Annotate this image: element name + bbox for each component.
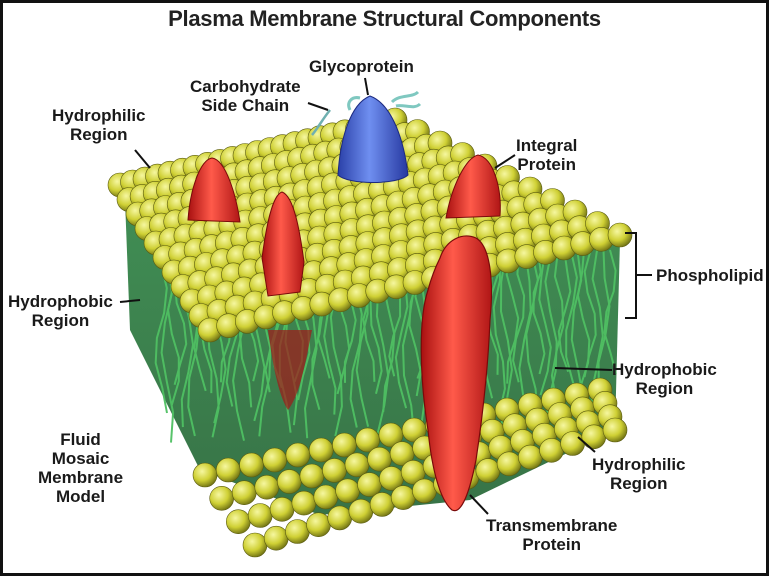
phospholipid-head [193, 463, 217, 487]
phospholipid-head [370, 492, 394, 516]
phospholipid-head [255, 475, 279, 499]
phospholipid-head [210, 486, 234, 510]
phospholipid-head [300, 464, 324, 488]
phospholipid-head [328, 506, 352, 530]
phospholipid-head [349, 499, 373, 523]
phospholipid-head [322, 458, 346, 482]
phospholipid-head [285, 520, 309, 544]
phospholipid-head [277, 470, 301, 494]
phospholipid-head [248, 504, 272, 528]
phospholipid-head [336, 479, 360, 503]
phospholipid-head [309, 438, 333, 462]
glycoprotein-label: Glycoprotein [309, 57, 414, 76]
phospholipid-head [226, 510, 250, 534]
phospholipid-head [561, 432, 585, 456]
phospholipid-head [518, 445, 542, 469]
phospholipid-head [240, 453, 264, 477]
phospholipid-head [497, 452, 521, 476]
phospholipid-head [263, 448, 287, 472]
phospholipid-head [540, 438, 564, 462]
phospholipid-head [270, 497, 294, 521]
phospholipid-head [314, 485, 338, 509]
phospholipid-head [243, 533, 267, 557]
phospholipid-head [608, 223, 632, 247]
phospholipid-head [264, 526, 288, 550]
phospholipid-head [216, 458, 240, 482]
phospholipid-head [286, 443, 310, 467]
phospholipid-head [232, 481, 256, 505]
diagram-title: Plasma Membrane Structural Components [0, 6, 769, 32]
phospholipid-head [582, 425, 606, 449]
phospholipid-label: Phospholipid [656, 266, 764, 285]
phospholipid-head [391, 486, 415, 510]
phospholipid-head [412, 479, 436, 503]
phospholipid-head [307, 513, 331, 537]
phospholipid-head [292, 491, 316, 515]
phospholipid-head [476, 459, 500, 483]
phospholipid-head [603, 418, 627, 442]
